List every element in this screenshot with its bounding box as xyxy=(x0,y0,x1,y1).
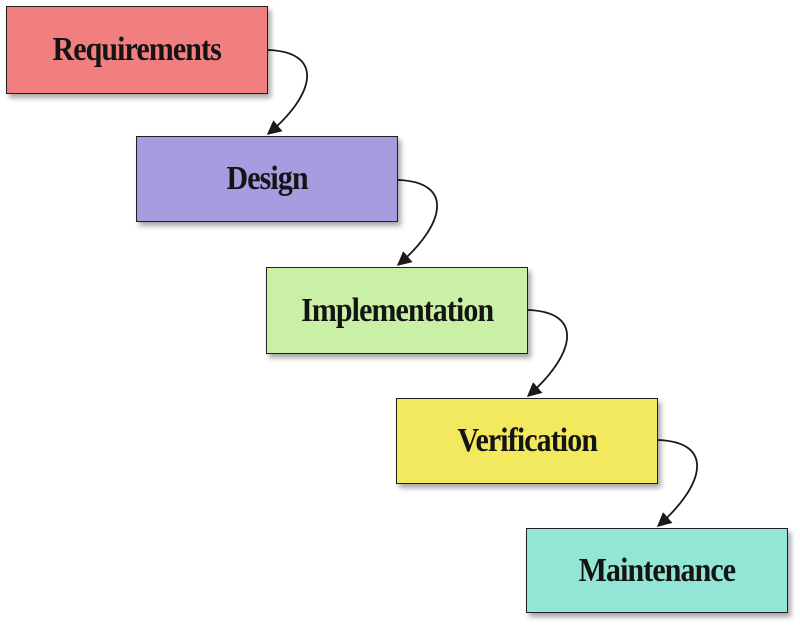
arrow-design-to-implementation xyxy=(396,179,438,266)
stage-label-design: Design xyxy=(226,160,308,197)
arrow-requirements-to-design xyxy=(266,49,308,135)
stage-label-requirements: Requirements xyxy=(52,31,222,68)
arrow-implementation-to-verification xyxy=(526,309,568,397)
stage-design: Design xyxy=(136,136,398,222)
stage-maintenance: Maintenance xyxy=(526,528,788,613)
stage-label-maintenance: Maintenance xyxy=(578,551,736,589)
arrow-verification-to-maintenance xyxy=(656,439,698,527)
stage-requirements: Requirements xyxy=(6,6,268,94)
stage-label-implementation: Implementation xyxy=(300,291,494,329)
stage-implementation: Implementation xyxy=(266,267,528,354)
stage-verification: Verification xyxy=(396,398,658,484)
stage-label-verification: Verification xyxy=(457,422,597,459)
